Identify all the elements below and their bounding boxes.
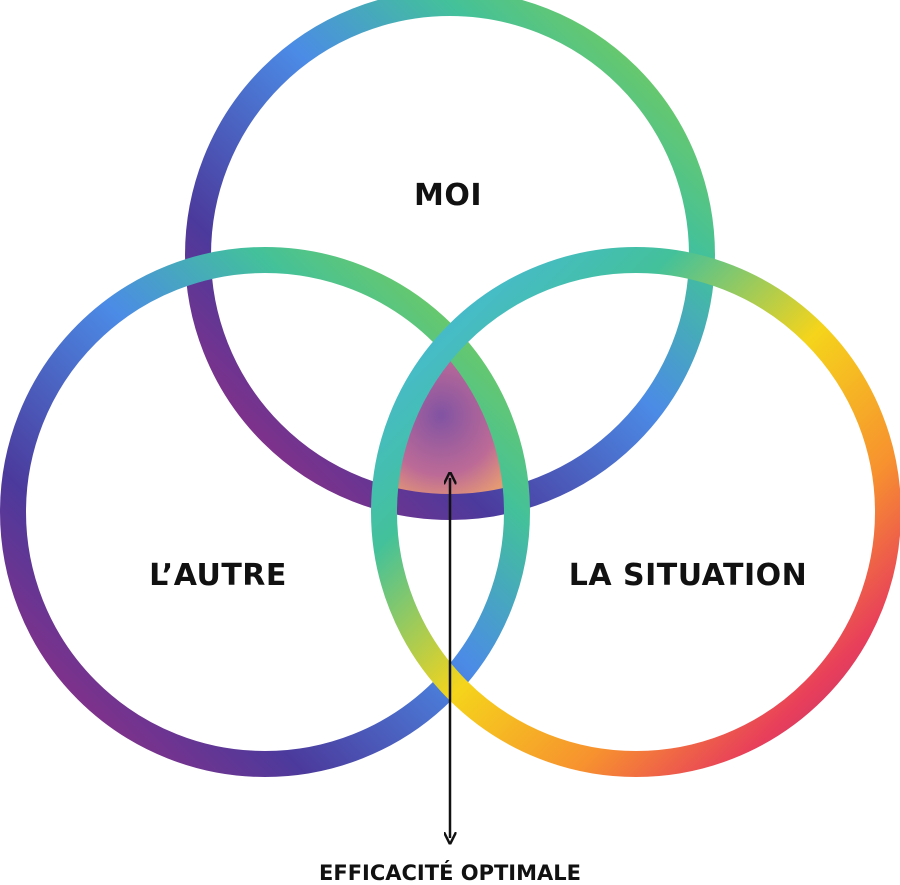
label-moi: MOI: [414, 178, 482, 213]
label-situation: LA SITUATION: [569, 558, 808, 593]
intersection-caption: EFFICACITÉ OPTIMALE: [319, 860, 581, 885]
circle-situation: [371, 247, 900, 777]
circle-autre: [0, 247, 530, 777]
label-autre: L’AUTRE: [149, 558, 287, 593]
